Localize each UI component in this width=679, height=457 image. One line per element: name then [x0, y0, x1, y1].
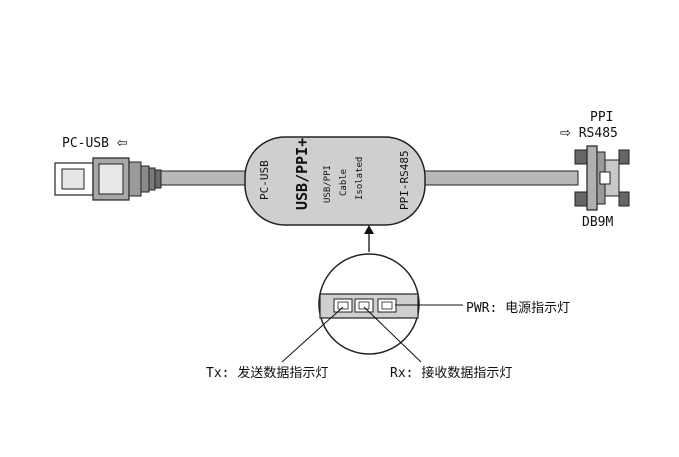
converter-line3: Isolated	[355, 157, 365, 200]
converter-line1: USB/PPI	[323, 165, 333, 203]
ppi-label: PPI	[590, 110, 613, 125]
db9m-label: DB9M	[582, 215, 613, 230]
pc-usb-text: PC-USB	[62, 136, 109, 151]
db9-connector-icon	[574, 145, 630, 211]
db9m-text: DB9M	[582, 215, 614, 230]
tx-description: 发送数据指示灯	[237, 366, 329, 381]
cable	[159, 170, 579, 186]
rx-prefix: Rx:	[390, 366, 414, 381]
rx-description: 接收数据指示灯	[421, 366, 513, 381]
rx-label: Rx: 接收数据指示灯	[390, 362, 512, 381]
converter-left-text: PC-USB	[258, 160, 271, 200]
left-arrow-icon: ⇦	[116, 136, 128, 151]
ppi-text: PPI	[590, 110, 614, 125]
right-arrow-icon: ⇨	[560, 126, 571, 141]
converter-right-text: PPI-RS485	[398, 150, 411, 210]
rs485-text: RS485	[578, 126, 618, 141]
pointer-arrow	[364, 225, 374, 252]
pwr-description: 电源指示灯	[505, 301, 571, 316]
converter-body: PC-USB USB/PPI+ USB/PPI Cable Isolated P…	[244, 136, 426, 226]
led-magnifier	[318, 253, 420, 355]
converter-line2: Cable	[339, 169, 349, 196]
leader-lines	[281, 304, 463, 363]
pwr-label: PWR: 电源指示灯	[466, 297, 570, 316]
tx-prefix: Tx:	[206, 366, 230, 381]
pwr-prefix: PWR:	[466, 301, 498, 316]
converter-title: USB/PPI+	[293, 138, 311, 210]
pc-usb-label: PC-USB ⇦	[62, 136, 128, 151]
tx-label: Tx: 发送数据指示灯	[206, 362, 328, 381]
usb-plug-icon	[54, 157, 162, 201]
rs485-label: ⇨ RS485	[560, 126, 618, 141]
